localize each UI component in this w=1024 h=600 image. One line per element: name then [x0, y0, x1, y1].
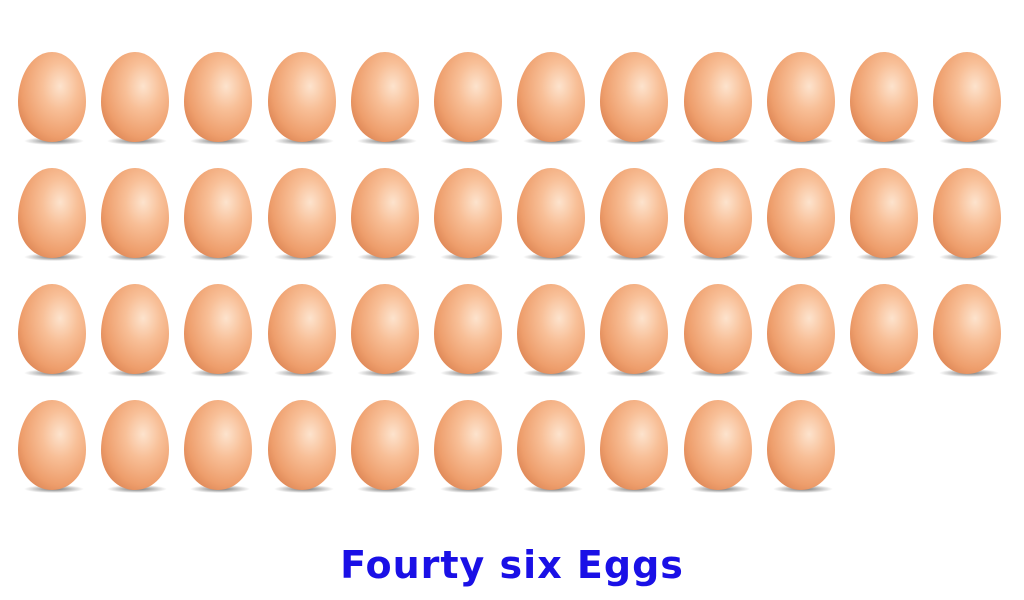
egg-icon: [931, 50, 1003, 146]
egg-icon: [99, 166, 171, 262]
egg-icon: [99, 50, 171, 146]
egg-icon: [515, 166, 587, 262]
egg-icon: [16, 50, 88, 146]
egg-icon: [16, 166, 88, 262]
egg-icon: [848, 282, 920, 378]
egg-icon: [182, 282, 254, 378]
egg-icon: [765, 282, 837, 378]
egg-icon: [682, 166, 754, 262]
egg-icon: [182, 166, 254, 262]
egg-icon: [266, 166, 338, 262]
egg-icon: [515, 282, 587, 378]
caption-text: Fourty six Eggs: [340, 543, 684, 587]
egg-icon: [432, 398, 504, 494]
egg-icon: [682, 398, 754, 494]
egg-icon: [16, 282, 88, 378]
egg-icon: [266, 50, 338, 146]
egg-icon: [765, 398, 837, 494]
egg-icon: [931, 282, 1003, 378]
egg-icon: [598, 282, 670, 378]
egg-icon: [682, 282, 754, 378]
egg-icon: [682, 50, 754, 146]
egg-icon: [266, 398, 338, 494]
egg-icon: [16, 398, 88, 494]
egg-icon: [598, 398, 670, 494]
egg-icon: [765, 166, 837, 262]
egg-icon: [266, 282, 338, 378]
egg-icon: [182, 50, 254, 146]
egg-grid: [16, 50, 1003, 494]
egg-icon: [432, 166, 504, 262]
egg-icon: [515, 50, 587, 146]
egg-icon: [598, 166, 670, 262]
egg-icon: [848, 50, 920, 146]
egg-icon: [598, 50, 670, 146]
egg-icon: [848, 166, 920, 262]
egg-icon: [349, 398, 421, 494]
egg-icon: [349, 166, 421, 262]
egg-icon: [182, 398, 254, 494]
egg-icon: [349, 50, 421, 146]
egg-icon: [99, 282, 171, 378]
egg-icon: [432, 282, 504, 378]
egg-icon: [515, 398, 587, 494]
egg-icon: [931, 166, 1003, 262]
egg-icon: [765, 50, 837, 146]
egg-icon: [432, 50, 504, 146]
egg-icon: [99, 398, 171, 494]
egg-icon: [349, 282, 421, 378]
